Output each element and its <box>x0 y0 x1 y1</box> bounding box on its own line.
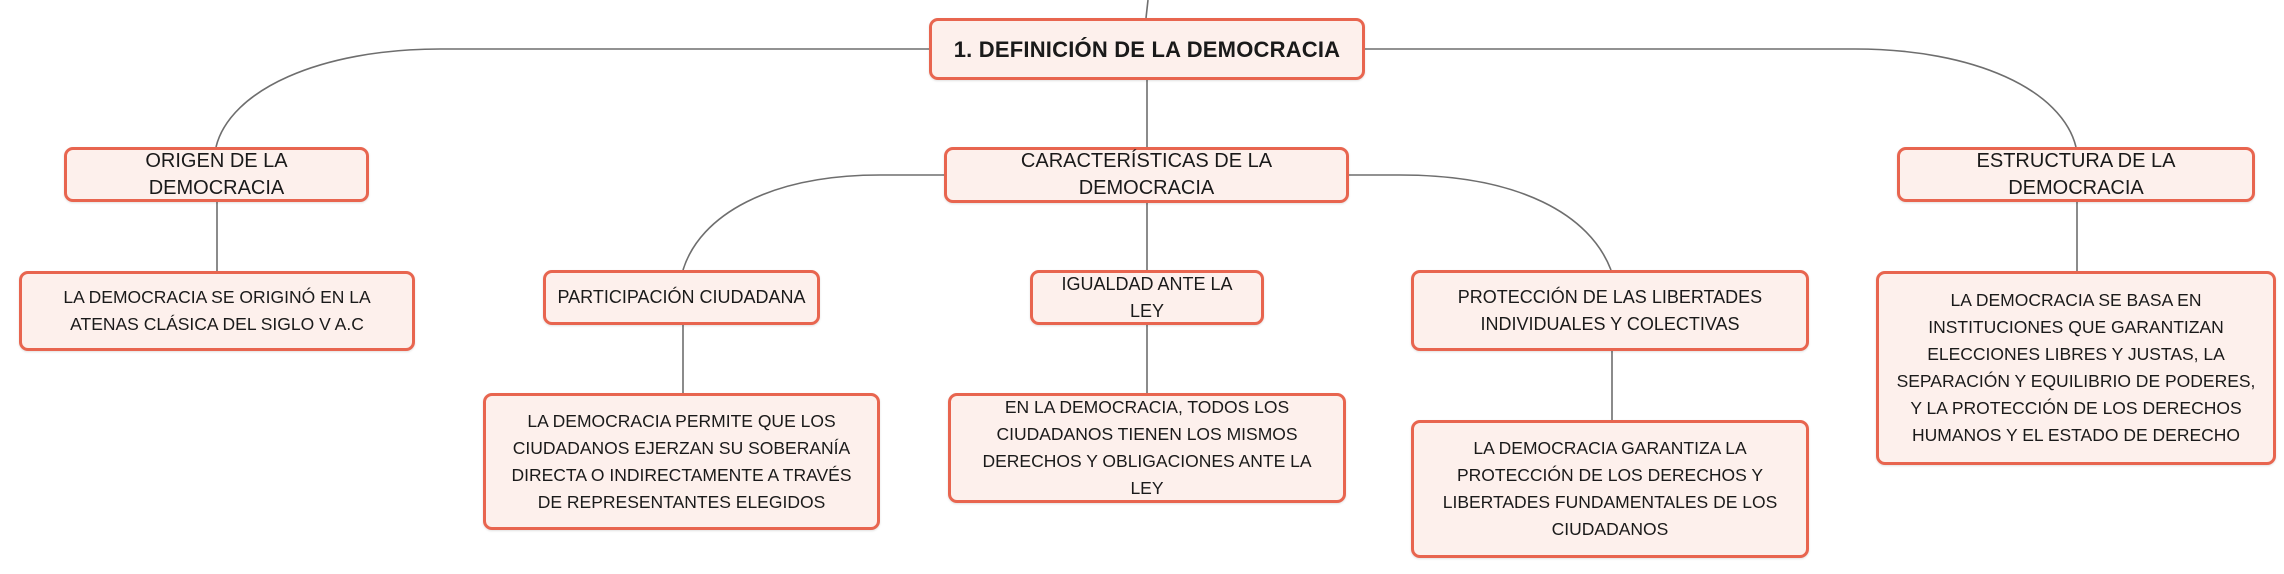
detail-participacion-text: LA DEMOCRACIA PERMITE QUE LOS CIUDADANOS… <box>511 410 852 512</box>
connector-root-origen <box>215 48 929 148</box>
connector-caract-participacion <box>682 174 944 271</box>
root-topic[interactable]: 1. DEFINICIÓN DE LA DEMOCRACIA <box>929 18 1365 80</box>
topic-estructura[interactable]: ESTRUCTURA DE LA DEMOCRACIA <box>1897 147 2255 202</box>
topic-estructura-label: ESTRUCTURA DE LA DEMOCRACIA <box>1976 149 2176 199</box>
topic-origen[interactable]: ORIGEN DE LA DEMOCRACIA <box>64 147 369 202</box>
subtopic-proteccion-label: PROTECCIÓN DE LAS LIBERTADES INDIVIDUALE… <box>1457 286 1763 334</box>
topic-caracteristicas-label: CARACTERÍSTICAS DE LA DEMOCRACIA <box>1020 150 1273 199</box>
root-topic-label: 1. DEFINICIÓN DE LA DEMOCRACIA <box>953 36 1341 62</box>
topic-caracteristicas[interactable]: CARACTERÍSTICAS DE LA DEMOCRACIA <box>944 147 1349 203</box>
subtopic-participacion-label: PARTICIPACIÓN CIUDADANA <box>557 287 806 307</box>
detail-proteccion-text: LA DEMOCRACIA GARANTIZA LA PROTECCIÓN DE… <box>1442 438 1778 539</box>
subtopic-participacion[interactable]: PARTICIPACIÓN CIUDADANA <box>543 270 820 325</box>
subtopic-origen-detail-text: LA DEMOCRACIA SE ORIGINÓ EN LA ATENAS CL… <box>63 287 371 334</box>
subtopic-estructura-detail-text: LA DEMOCRACIA SE BASA EN INSTITUCIONES Q… <box>1896 290 2256 445</box>
connector-caract-proteccion <box>1349 174 1612 271</box>
topic-origen-label: ORIGEN DE LA DEMOCRACIA <box>145 149 288 199</box>
detail-participacion[interactable]: LA DEMOCRACIA PERMITE QUE LOS CIUDADANOS… <box>483 393 880 530</box>
subtopic-proteccion[interactable]: PROTECCIÓN DE LAS LIBERTADES INDIVIDUALE… <box>1411 270 1809 351</box>
detail-proteccion[interactable]: LA DEMOCRACIA GARANTIZA LA PROTECCIÓN DE… <box>1411 420 1809 558</box>
subtopic-origen-detail[interactable]: LA DEMOCRACIA SE ORIGINÓ EN LA ATENAS CL… <box>19 271 415 351</box>
detail-igualdad-text: EN LA DEMOCRACIA, TODOS LOS CIUDADANOS T… <box>982 397 1312 498</box>
detail-igualdad[interactable]: EN LA DEMOCRACIA, TODOS LOS CIUDADANOS T… <box>948 393 1346 503</box>
connector-root-estructura <box>1365 48 2077 148</box>
subtopic-igualdad-label: IGUALDAD ANTE LA LEY <box>1061 273 1233 321</box>
connector-root-parent <box>1145 0 1149 19</box>
subtopic-igualdad[interactable]: IGUALDAD ANTE LA LEY <box>1030 270 1264 325</box>
subtopic-estructura-detail[interactable]: LA DEMOCRACIA SE BASA EN INSTITUCIONES Q… <box>1876 271 2276 465</box>
